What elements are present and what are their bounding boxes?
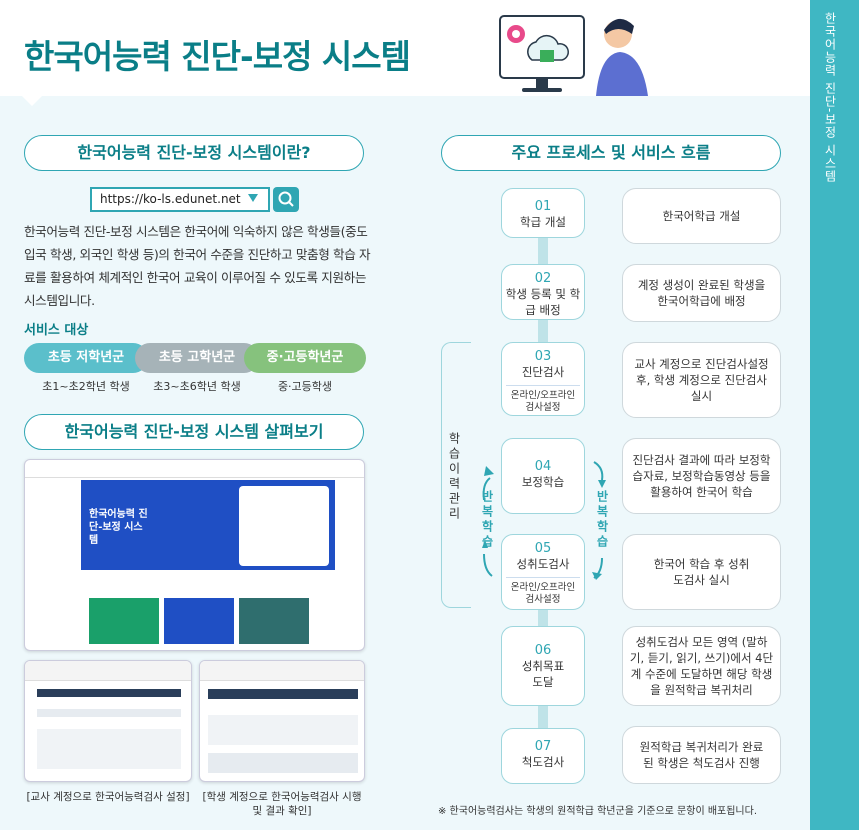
step-03-desc: 교사 계정으로 진단검사설정 후, 학생 계정으로 진단검사 실시 bbox=[622, 342, 781, 418]
step-06: 06 성취목표 도달 bbox=[501, 626, 585, 706]
intro-heading: 한국어능력 진단-보정 시스템이란? bbox=[24, 135, 364, 171]
step-01-desc: 한국어학급 개설 bbox=[622, 188, 781, 244]
service-title: 서비스 대상 bbox=[24, 323, 89, 338]
connector-1 bbox=[538, 236, 548, 266]
step-04: 04 보정학습 bbox=[501, 438, 585, 514]
teacher-screenshot bbox=[24, 660, 192, 782]
side-band bbox=[810, 0, 859, 830]
step-03-num: 03 bbox=[534, 349, 552, 364]
connector-2 bbox=[538, 316, 548, 344]
target-secondary-sub: 중·고등학생 bbox=[277, 380, 333, 393]
step-05-name: 성취도검사 bbox=[516, 557, 570, 571]
process-heading: 주요 프로세스 및 서비스 흐름 bbox=[441, 135, 781, 171]
chevron-down-icon[interactable] bbox=[248, 194, 258, 202]
computer-illustration bbox=[499, 15, 585, 92]
step-05-num: 05 bbox=[534, 541, 552, 556]
step-07: 07 척도검사 bbox=[501, 728, 585, 784]
target-lower-elementary: 초등 저학년군 bbox=[24, 343, 148, 373]
learning-record-bracket bbox=[441, 342, 471, 608]
connector-7 bbox=[538, 704, 548, 728]
url-select[interactable]: https://ko-ls.edunet.net bbox=[90, 187, 270, 212]
caption-student-2: 및 결과 확인] bbox=[252, 805, 312, 817]
step-05-sub: 온라인/오프라인 검사설정 bbox=[506, 577, 580, 606]
connector-6 bbox=[538, 610, 548, 626]
step-02-desc: 계정 생성이 완료된 학생을 한국어학급에 배정 bbox=[622, 264, 781, 322]
footnote: ※ 한국어능력검사는 학생의 원적학급 학년군을 기준으로 문항이 배포됩니다. bbox=[438, 806, 758, 817]
header-notch bbox=[22, 96, 42, 106]
step-01-num: 01 bbox=[534, 199, 552, 214]
side-label: 한국어능력 진단-보정 시스템 bbox=[823, 12, 837, 183]
step-07-name: 척도검사 bbox=[521, 755, 565, 769]
page-title: 한국어능력 진단-보정 시스템 bbox=[24, 37, 411, 76]
repeat-label-left: 반복학습 bbox=[480, 490, 494, 550]
step-05-desc: 한국어 학습 후 성취도검사 실시 bbox=[622, 534, 781, 610]
target-upper-elementary: 초등 고학년군 bbox=[135, 343, 259, 373]
step-06-name: 성취목표 도달 bbox=[521, 659, 565, 689]
step-06-desc: 성취도검사 모든 영역 (말하기, 듣기, 읽기, 쓰기)에서 4단계 수준에 … bbox=[622, 626, 781, 706]
step-06-num: 06 bbox=[534, 643, 552, 658]
step-02: 02 학생 등록 및 학급 배정 bbox=[501, 264, 585, 320]
search-button[interactable] bbox=[273, 187, 299, 212]
header-background bbox=[0, 0, 810, 96]
step-02-name: 학생 등록 및 학급 배정 bbox=[505, 287, 581, 317]
target-lower-elementary-sub: 초1~초2학년 학생 bbox=[42, 380, 130, 393]
search-icon bbox=[278, 191, 294, 207]
cycle-arrow-right-icon bbox=[592, 461, 606, 580]
step-04-name: 보정학습 bbox=[521, 475, 565, 489]
learning-record-label: 학습이력관리 bbox=[447, 432, 461, 522]
caption-student-1: [학생 계정으로 한국어능력검사 시행 bbox=[202, 791, 362, 803]
step-03-sub: 온라인/오프라인 검사설정 bbox=[506, 385, 580, 414]
target-secondary: 중·고등학년군 bbox=[244, 343, 366, 373]
caption-teacher: [교사 계정으로 한국어능력검사 설정] bbox=[26, 791, 190, 803]
repeat-label-right: 반복학습 bbox=[595, 490, 609, 550]
step-02-num: 02 bbox=[534, 271, 552, 286]
main-banner-title: 한국어능력 진단-보정 시스템 bbox=[89, 509, 148, 546]
intro-description: 한국어능력 진단-보정 시스템은 한국어에 익숙하지 않은 학생들(중도입국 학… bbox=[24, 224, 371, 308]
step-04-num: 04 bbox=[534, 459, 552, 474]
step-03: 03 진단검사 온라인/오프라인 검사설정 bbox=[501, 342, 585, 416]
step-01-name: 학급 개설 bbox=[520, 215, 566, 229]
preview-heading: 한국어능력 진단-보정 시스템 살펴보기 bbox=[24, 414, 364, 450]
person-illustration bbox=[596, 18, 648, 96]
step-07-desc: 원적학급 복귀처리가 완료된 학생은 척도검사 진행 bbox=[622, 726, 781, 784]
step-04-desc: 진단검사 결과에 따라 보정학습자료, 보정학습동영상 등을 활용하여 한국어 … bbox=[622, 438, 781, 514]
step-05: 05 성취도검사 온라인/오프라인 검사설정 bbox=[501, 534, 585, 610]
step-03-name: 진단검사 bbox=[521, 365, 565, 379]
step-01: 01 학급 개설 bbox=[501, 188, 585, 238]
cycle-arrow-left-icon bbox=[482, 466, 494, 577]
target-upper-elementary-sub: 초3~초6학년 학생 bbox=[153, 380, 241, 393]
main-site-screenshot: 한국어능력 진단-보정 시스템 bbox=[24, 459, 365, 651]
step-07-num: 07 bbox=[534, 739, 552, 754]
student-screenshot bbox=[199, 660, 365, 782]
